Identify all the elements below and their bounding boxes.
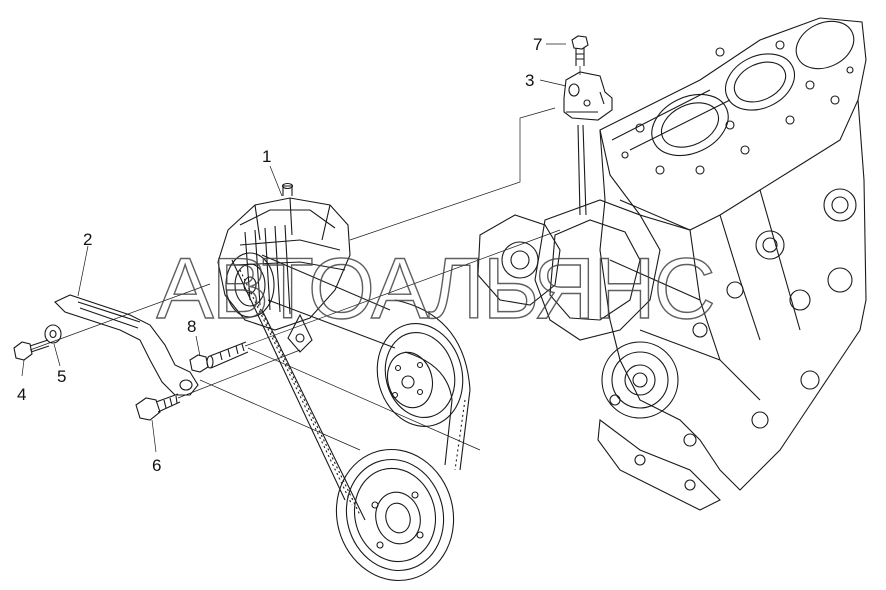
- pump-pulley: [376, 323, 464, 427]
- callout-7: 7: [533, 35, 543, 54]
- callout-4: 4: [17, 385, 27, 404]
- callout-1: 1: [262, 147, 272, 166]
- engine-block: [477, 17, 867, 511]
- bolt-6: [135, 393, 181, 421]
- bolt-8: [189, 341, 249, 373]
- bolt-4: [13, 339, 50, 361]
- crank-pulley: [335, 448, 455, 582]
- washer-5: [44, 324, 62, 344]
- bolt-7: [571, 35, 589, 66]
- assembly-lines: [21, 43, 581, 453]
- callout-6: 6: [152, 456, 162, 475]
- adjusting-bracket: [54, 294, 199, 396]
- callout-5: 5: [57, 367, 67, 386]
- watermark: АВТОАЛЬЯНС: [156, 241, 713, 337]
- tension-bracket-3: [563, 71, 613, 121]
- drive-belt: [231, 254, 471, 521]
- callout-3: 3: [525, 71, 535, 90]
- callout-2: 2: [83, 230, 93, 249]
- callout-8: 8: [187, 317, 197, 336]
